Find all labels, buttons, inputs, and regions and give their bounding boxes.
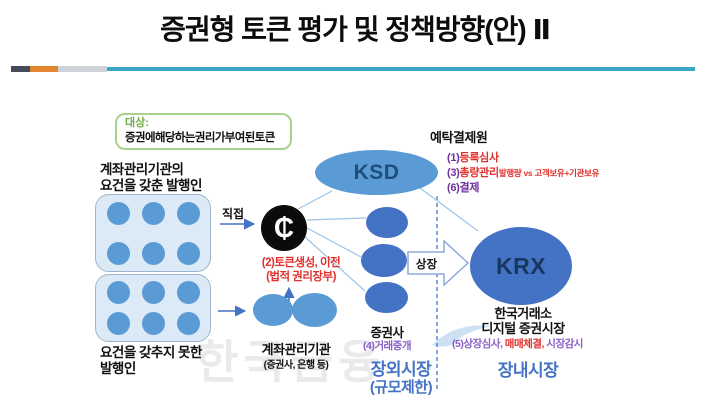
line-token-securities-2 bbox=[306, 227, 362, 258]
ksd-note-1: (1)등록심사 bbox=[447, 152, 499, 164]
issuer-dot bbox=[176, 241, 200, 265]
token-note: (2)토큰생성, 이전 (법적 권리장부) bbox=[261, 257, 341, 284]
issuer-dot bbox=[141, 281, 165, 304]
target-text: 증권에해당하는권리가부여된토큰 bbox=[125, 131, 275, 144]
securities-firm-ellipse-2 bbox=[361, 244, 407, 277]
issuer-dot bbox=[141, 312, 165, 335]
line-token-securities-1 bbox=[306, 217, 367, 221]
page-title: 증권형 토큰 평가 및 정책방향(안) Ⅱ bbox=[160, 14, 551, 45]
account-mgmt-label: 계좌관리기관 bbox=[261, 342, 331, 357]
issuer-dot bbox=[176, 201, 200, 225]
ksd-ellipse: KSD bbox=[315, 150, 438, 195]
otc-market-sublabel: (규모제한) bbox=[369, 379, 433, 396]
divider-segment-dark bbox=[11, 66, 30, 72]
unqualified-issuer-label: 요건을 갖추지 못한 발행인 bbox=[100, 345, 202, 377]
token-icon: ₵ bbox=[261, 205, 307, 251]
securities-firm-ellipse-3 bbox=[365, 282, 408, 313]
securities-firm-ellipse-1 bbox=[366, 207, 408, 238]
exchange-market-label: 장내시장 bbox=[497, 361, 559, 380]
account-mgmt-ellipse-2 bbox=[292, 293, 337, 327]
ksd-org-label: 예탁결제원 bbox=[430, 130, 488, 145]
line-ksd-token bbox=[297, 190, 333, 210]
securities-firm-note: (4)거래중개 bbox=[363, 340, 411, 352]
krx-note: (5)상장심사, 매매체결, 시장감시 bbox=[452, 338, 583, 350]
target-label: 대상: bbox=[125, 117, 149, 129]
qualified-issuer-box bbox=[95, 194, 211, 272]
issuer-dot bbox=[176, 312, 200, 335]
issuer-dot bbox=[141, 241, 165, 265]
divider-segment-gray bbox=[58, 66, 107, 72]
qualified-issuer-label: 계좌관리기관의 요건을 갖춘 발행인 bbox=[100, 162, 202, 194]
divider-segment-orange bbox=[30, 66, 58, 72]
direct-label: 직접 bbox=[222, 207, 245, 221]
divider-segment-teal bbox=[107, 67, 695, 71]
krx-label-line1: 한국거래소 bbox=[494, 306, 552, 321]
krx-label-line2: 디지털 증권시장 bbox=[481, 321, 565, 336]
ksd-notes: (1)등록심사 (3)총량관리발행량 vs 고객보유+기관보유 (6)결제 bbox=[447, 151, 600, 196]
issuer-dot bbox=[106, 281, 130, 304]
issuer-dot bbox=[106, 201, 130, 225]
issuer-dot bbox=[141, 201, 165, 225]
issuer-dot bbox=[106, 312, 130, 335]
ksd-note-3: (3)총량관리발행량 vs 고객보유+기관보유 bbox=[447, 166, 600, 179]
listing-arrow-label: 상장 bbox=[415, 259, 438, 271]
ksd-note-6: (6)결제 bbox=[447, 181, 480, 194]
issuer-dot bbox=[176, 281, 200, 304]
otc-market-label: 장외시장 bbox=[370, 360, 432, 379]
account-mgmt-ellipse-1 bbox=[253, 294, 293, 326]
issuer-dot bbox=[106, 241, 130, 265]
krx-ellipse: KRX bbox=[470, 227, 572, 305]
securities-firm-label: 증권사 bbox=[370, 326, 404, 340]
target-callout-box: 대상: 증권에해당하는권리가부여된토큰 bbox=[115, 113, 292, 150]
account-mgmt-sublabel: (증권사, 은행 등) bbox=[263, 360, 329, 371]
unqualified-issuer-box bbox=[95, 274, 211, 342]
